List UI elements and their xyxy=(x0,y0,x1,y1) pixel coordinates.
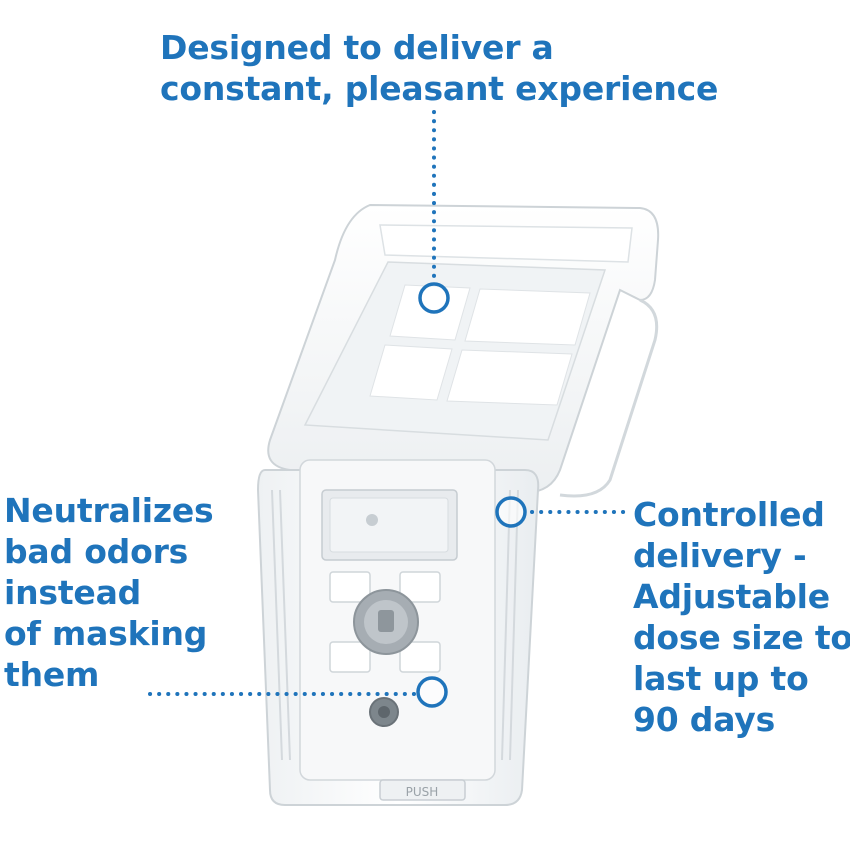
push-button-label: PUSH xyxy=(406,785,439,799)
dispenser-lid xyxy=(267,203,660,498)
callout-left: Neutralizes bad odors instead of masking… xyxy=(4,490,214,695)
callout-top-line: constant, pleasant experience xyxy=(160,69,719,108)
callout-top: Designed to deliver a constant, pleasant… xyxy=(160,27,718,109)
callout-right-line: Controlled xyxy=(633,495,825,534)
callout-right-line: last up to xyxy=(633,659,809,698)
push-button: PUSH xyxy=(379,779,466,801)
right-callout-marker xyxy=(495,496,527,528)
callout-left-line: them xyxy=(4,655,100,694)
callout-right: Controlled delivery - Adjustable dose si… xyxy=(633,494,850,740)
callout-right-line: 90 days xyxy=(633,700,776,739)
callout-left-line: Neutralizes xyxy=(4,491,214,530)
spray-nozzle xyxy=(353,589,419,655)
left-callout-marker xyxy=(416,676,448,708)
callout-top-line: Designed to deliver a xyxy=(160,28,554,67)
callout-markers xyxy=(416,282,527,708)
callout-right-line: dose size to xyxy=(633,618,850,657)
callout-right-line: delivery - xyxy=(633,536,807,575)
dose-adjust-hole xyxy=(369,697,399,727)
callout-left-line: of masking xyxy=(4,614,208,653)
cartridge-clips xyxy=(329,571,441,673)
callout-right-line: Adjustable xyxy=(633,577,830,616)
callout-leaders xyxy=(148,110,627,696)
callout-left-line: instead xyxy=(4,573,142,612)
refill-cartridge xyxy=(321,489,458,561)
callout-left-line: bad odors xyxy=(4,532,189,571)
top-callout-marker xyxy=(418,282,450,314)
